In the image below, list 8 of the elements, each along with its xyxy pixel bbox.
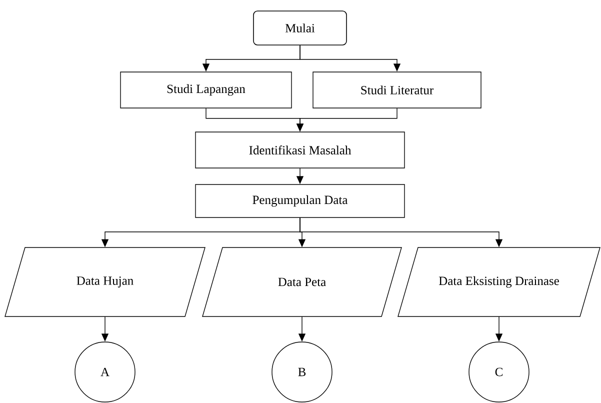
process-box: Studi Literatur xyxy=(312,72,482,108)
process-box: Pengumpulan Data xyxy=(195,184,405,218)
data-parallelogram: Data Peta xyxy=(202,247,402,317)
process-box: Studi Lapangan xyxy=(120,72,292,108)
start-box: Mulai xyxy=(253,10,347,46)
data-parallelogram: Data Hujan xyxy=(4,247,206,317)
data-parallelogram: Data Eksisting Drainase xyxy=(398,247,600,317)
process-box: Identifikasi Masalah xyxy=(195,132,405,168)
